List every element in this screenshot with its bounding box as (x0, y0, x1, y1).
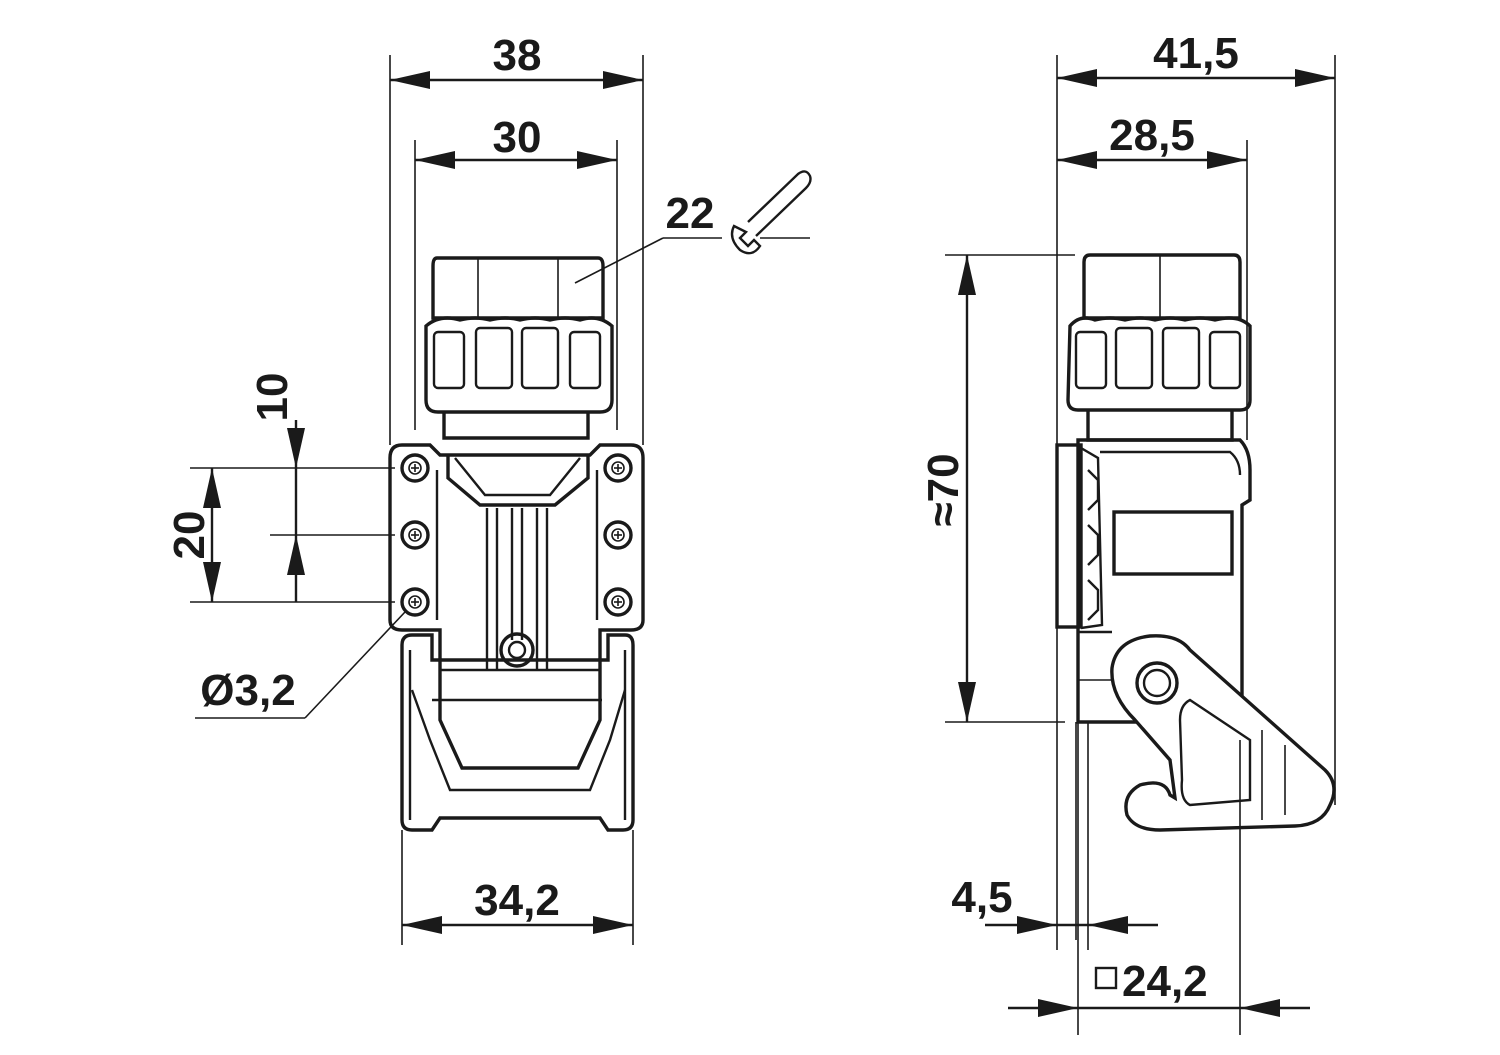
diameter-callout: Ø3,2 (195, 611, 406, 719)
dim-height: ≈70 (919, 453, 968, 526)
wrench-icon (730, 170, 812, 255)
dimension-41-5: 41,5 (1057, 29, 1335, 87)
dimension-24-2: 24,2 (1008, 722, 1310, 1035)
mounting-hole (400, 453, 430, 483)
side-housing (1055, 438, 1252, 724)
dim-flange-offset: 4,5 (951, 873, 1012, 922)
dim-side-width-inner: 28,5 (1109, 111, 1195, 160)
dim-base-width: 34,2 (474, 876, 560, 925)
mounting-hole (603, 587, 633, 617)
wrench-callout: 22 (574, 170, 812, 284)
dimension-34-2: 34,2 (401, 830, 634, 945)
side-view: 41,5 28,5 ≈70 (919, 29, 1336, 1035)
dimension-height: ≈70 (919, 254, 1075, 723)
dimension-28-5: 28,5 (1057, 111, 1247, 169)
dimension-38: 38 (390, 31, 643, 89)
side-locking-lever (1110, 634, 1336, 1035)
dim-pitch-mid: 20 (165, 511, 214, 560)
dim-pitch-top: 10 (248, 373, 297, 422)
square-symbol-icon (1094, 966, 1118, 990)
dimension-4-5: 4,5 (951, 722, 1158, 950)
side-cable-gland-nut (1066, 253, 1252, 442)
mounting-hole (603, 453, 633, 483)
dim-side-width-outer: 41,5 (1153, 29, 1239, 78)
dim-square-size: 24,2 (1122, 957, 1208, 1006)
locking-lever-base (400, 633, 635, 832)
dim-hole-diameter: Ø3,2 (200, 666, 295, 715)
dim-front-width-outer: 38 (493, 31, 542, 80)
cable-gland-nut (424, 256, 614, 440)
dim-front-width-inner: 30 (493, 113, 542, 162)
pitch-dimensions: 10 20 (165, 373, 395, 603)
dim-wrench-size: 22 (666, 189, 715, 238)
mounting-hole (400, 520, 430, 550)
dimension-30: 30 (415, 113, 617, 169)
mounting-hole (400, 587, 430, 617)
front-view: 38 30 22 (165, 31, 812, 945)
mounting-hole (603, 520, 633, 550)
housing-flange (388, 443, 645, 672)
mounting-holes (400, 453, 633, 617)
center-screw (499, 632, 535, 668)
